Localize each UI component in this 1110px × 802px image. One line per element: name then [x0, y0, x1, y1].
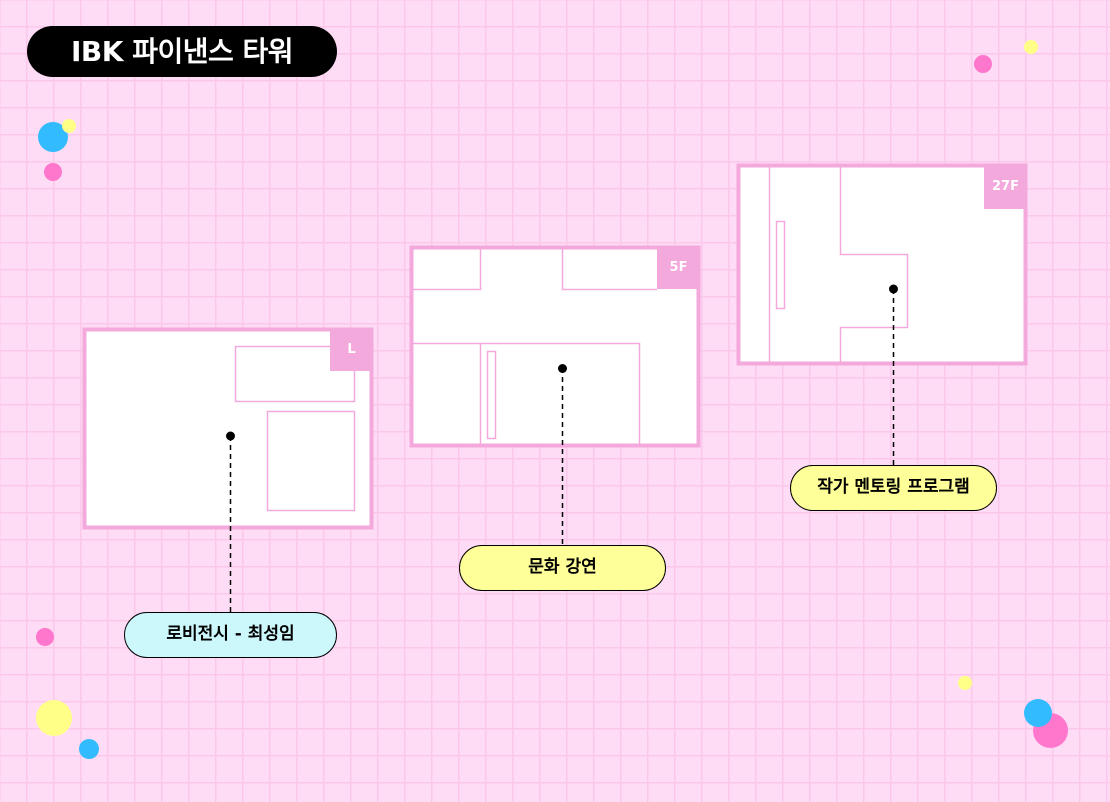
- decor-dot: [974, 55, 992, 73]
- event-label-27f: 작가 멘토링 프로그램: [790, 465, 997, 511]
- room: [266, 410, 356, 512]
- decor-dot: [36, 628, 54, 646]
- location-marker: [889, 284, 898, 294]
- decor-dot: [1024, 40, 1038, 54]
- decor-dot: [958, 676, 972, 690]
- floor-badge: L: [330, 328, 373, 371]
- decor-dot: [36, 700, 72, 736]
- page-title: IBK 파이낸스 타워: [27, 26, 337, 77]
- decor-dot: [79, 739, 99, 759]
- decor-dot: [62, 119, 76, 133]
- floor-plan-5F: [409, 245, 701, 448]
- floor-plan-L: [82, 327, 374, 530]
- event-label-lobby: 로비전시 - 최성임: [124, 612, 337, 658]
- room: [486, 350, 497, 440]
- location-marker: [226, 431, 235, 441]
- event-label-5f: 문화 강연: [459, 545, 666, 591]
- floor-plan-27F: [736, 163, 1028, 366]
- location-marker: [558, 364, 567, 373]
- room-walls: [768, 167, 909, 362]
- floor-badge: 5F: [657, 246, 700, 289]
- room: [234, 345, 356, 403]
- room-walls: [413, 249, 657, 444]
- floor-badge: 27F: [984, 164, 1027, 209]
- decor-dot: [44, 163, 62, 181]
- decor-dot: [1024, 699, 1052, 727]
- room: [775, 220, 786, 310]
